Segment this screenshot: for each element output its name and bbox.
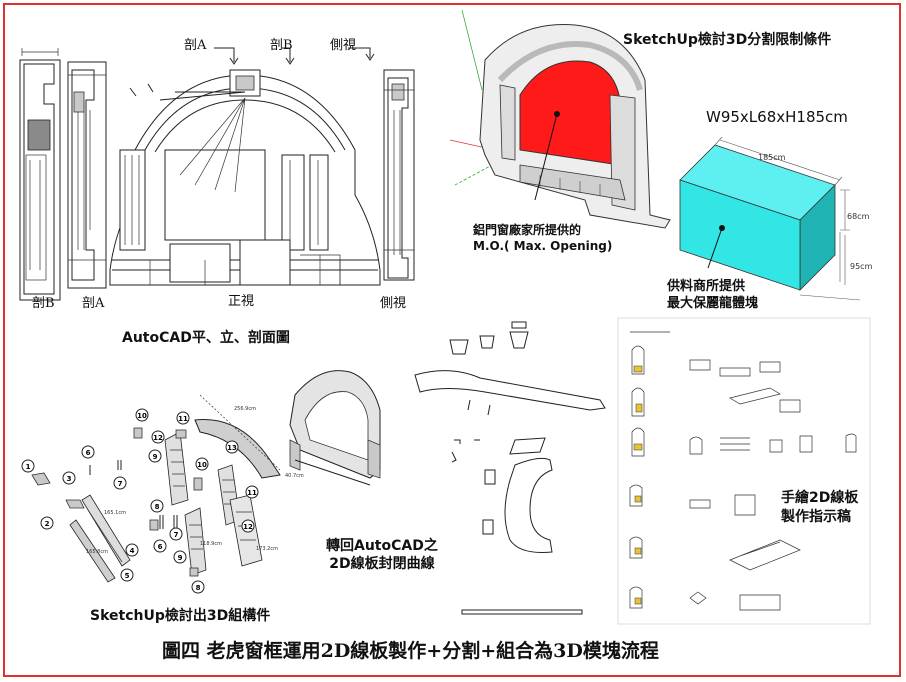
hand-drawn-note: 手繪2D線板 製作指示稿 (781, 489, 858, 527)
section-b-drawing (19, 48, 61, 301)
label-section-a-bottom: 剖A (82, 296, 105, 311)
svg-text:5: 5 (125, 572, 130, 580)
label-section-b-top: 剖B (270, 38, 293, 53)
svg-text:13: 13 (227, 444, 237, 452)
opening-note: 鋁門窗廠家所提供的 M.O.( Max. Opening) (473, 222, 612, 254)
autocad-return-note: 轉回AutoCAD之 2D線板封閉曲線 (326, 537, 438, 573)
svg-text:11: 11 (247, 489, 257, 497)
hand-drawn-line2: 製作指示稿 (781, 509, 851, 525)
svg-text:2: 2 (45, 520, 50, 528)
svg-text:6: 6 (86, 449, 91, 457)
svg-text:9: 9 (178, 554, 183, 562)
label-side-top: 側視 (330, 38, 357, 53)
svg-text:165.1cm: 165.1cm (104, 510, 126, 516)
block-height-label: 95cm (850, 262, 873, 271)
side-arrow (348, 47, 375, 61)
block-dimensions: W95xL68xH185cm (706, 108, 848, 126)
svg-text:173.2cm: 173.2cm (256, 546, 278, 552)
svg-text:8: 8 (196, 584, 201, 592)
section-b-arrow (282, 47, 295, 65)
front-elevation-drawing (109, 69, 381, 286)
autocad-caption: AutoCAD平、立、剖面圖 (122, 330, 290, 346)
svg-text:165.8cm: 165.8cm (86, 549, 108, 555)
label-section-a-top: 剖A (184, 38, 207, 53)
block-note: 供料商所提供 最大保麗龍體塊 (667, 278, 758, 312)
section-a-arrow (214, 47, 239, 65)
svg-text:7: 7 (174, 531, 179, 539)
section-a-drawing (67, 61, 107, 289)
svg-text:7: 7 (118, 480, 123, 488)
figure-caption: 圖四 老虎窗框運用2D線板製作+分割+組合為3D模塊流程 (162, 640, 659, 662)
svg-text:4: 4 (130, 547, 135, 555)
svg-text:118.9cm: 118.9cm (200, 541, 222, 547)
side-view-drawing (383, 69, 415, 281)
components-caption: SketchUp檢討出3D組構件 (90, 608, 271, 624)
block-note-line1: 供料商所提供 (667, 279, 746, 294)
label-front: 正視 (228, 294, 255, 309)
svg-text:12: 12 (243, 523, 253, 531)
autocad-return-line1: 轉回AutoCAD之 (326, 538, 438, 554)
sketchup-check-title: SketchUp檢討3D分割限制條件 (623, 32, 832, 48)
svg-text:1: 1 (26, 463, 31, 471)
svg-text:6: 6 (158, 543, 163, 551)
block-length-label: 185cm (758, 153, 786, 162)
opening-note-line1: 鋁門窗廠家所提供的 (473, 223, 582, 237)
svg-text:11: 11 (178, 415, 188, 423)
block-note-line2: 最大保麗龍體塊 (667, 296, 759, 311)
svg-text:3: 3 (67, 475, 72, 483)
opening-note-line2: M.O.( Max. Opening) (473, 239, 613, 253)
block-width-label: 68cm (847, 212, 870, 221)
autocad-return-line2: 2D線板封閉曲線 (329, 556, 435, 572)
svg-text:40.7cm: 40.7cm (285, 473, 304, 479)
hand-drawn-line1: 手繪2D線板 (781, 490, 859, 506)
svg-text:9: 9 (153, 453, 158, 461)
svg-text:12: 12 (153, 434, 163, 442)
svg-text:10: 10 (197, 461, 207, 469)
svg-text:256.9cm: 256.9cm (234, 406, 256, 412)
label-section-b-bottom: 剖B (32, 296, 55, 311)
svg-text:8: 8 (155, 503, 160, 511)
label-side-bottom: 側視 (380, 296, 407, 311)
svg-text:10: 10 (137, 412, 147, 420)
